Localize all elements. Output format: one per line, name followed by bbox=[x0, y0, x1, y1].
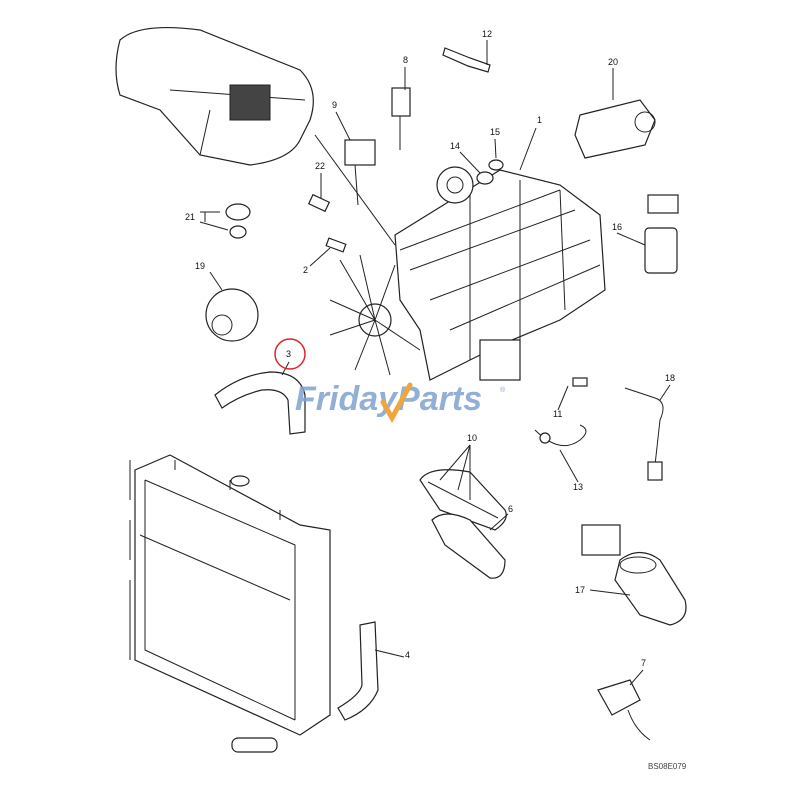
part-13-harness bbox=[534, 424, 587, 447]
part-16-filter bbox=[644, 194, 679, 274]
callout-12[interactable]: 12 bbox=[482, 29, 492, 39]
part-14-gasket bbox=[476, 171, 494, 185]
callout-22[interactable]: 22 bbox=[315, 161, 325, 171]
engine-cover bbox=[115, 26, 314, 166]
part-20-starter bbox=[574, 99, 656, 159]
part-3-hose bbox=[214, 371, 306, 435]
callout-1[interactable]: 1 bbox=[537, 115, 542, 125]
callout-2[interactable]: 2 bbox=[303, 265, 308, 275]
part-17-filter bbox=[581, 524, 687, 626]
callout-14[interactable]: 14 bbox=[450, 141, 460, 151]
part-18-sensor bbox=[624, 387, 664, 481]
part-8-injector bbox=[391, 87, 411, 150]
drawing-code: BS08E079 bbox=[648, 762, 687, 771]
callout-15[interactable]: 15 bbox=[490, 127, 500, 137]
callout-21[interactable]: 21 bbox=[185, 212, 195, 222]
callout-8[interactable]: 8 bbox=[403, 55, 408, 65]
engine-thumbnail bbox=[229, 84, 271, 121]
part-22-switch bbox=[307, 193, 331, 213]
radiator bbox=[129, 454, 331, 753]
highlight-circle-callout-3 bbox=[274, 338, 306, 370]
callout-20[interactable]: 20 bbox=[608, 57, 618, 67]
watermark-friday: Friday bbox=[295, 380, 399, 418]
callout-3[interactable]: 3 bbox=[286, 349, 291, 359]
callout-11[interactable]: 11 bbox=[553, 409, 562, 419]
fridayparts-watermark: FridayParts ® bbox=[295, 380, 506, 424]
part-21-thermostat bbox=[225, 203, 251, 239]
callout-17[interactable]: 17 bbox=[575, 585, 585, 595]
part-9-pump bbox=[344, 139, 376, 206]
callout-19[interactable]: 19 bbox=[195, 261, 205, 271]
callout-16[interactable]: 16 bbox=[612, 222, 622, 232]
cooling-fan bbox=[329, 254, 421, 376]
part-11-sensor bbox=[572, 377, 588, 387]
engine-assembly bbox=[394, 166, 606, 381]
part-10-belt bbox=[419, 469, 507, 531]
callout-13[interactable]: 13 bbox=[573, 482, 583, 492]
part-4-hose bbox=[337, 621, 379, 721]
callout-7[interactable]: 7 bbox=[641, 658, 646, 668]
svg-text:FridayParts: FridayParts bbox=[295, 380, 482, 418]
part-12-sensor bbox=[442, 47, 491, 73]
callout-9[interactable]: 9 bbox=[332, 100, 337, 110]
callout-18[interactable]: 18 bbox=[665, 373, 675, 383]
callout-10[interactable]: 10 bbox=[467, 433, 477, 443]
watermark-check-mark bbox=[380, 382, 413, 424]
part-15-gasket bbox=[488, 159, 504, 171]
callout-4[interactable]: 4 bbox=[405, 650, 410, 660]
watermark-registered: ® bbox=[500, 386, 506, 394]
part-19-alternator bbox=[205, 288, 259, 342]
part-7-controller bbox=[597, 679, 651, 741]
callout-6[interactable]: 6 bbox=[508, 504, 513, 514]
part-2-sensor bbox=[325, 237, 347, 253]
part-6-belt bbox=[431, 513, 506, 579]
